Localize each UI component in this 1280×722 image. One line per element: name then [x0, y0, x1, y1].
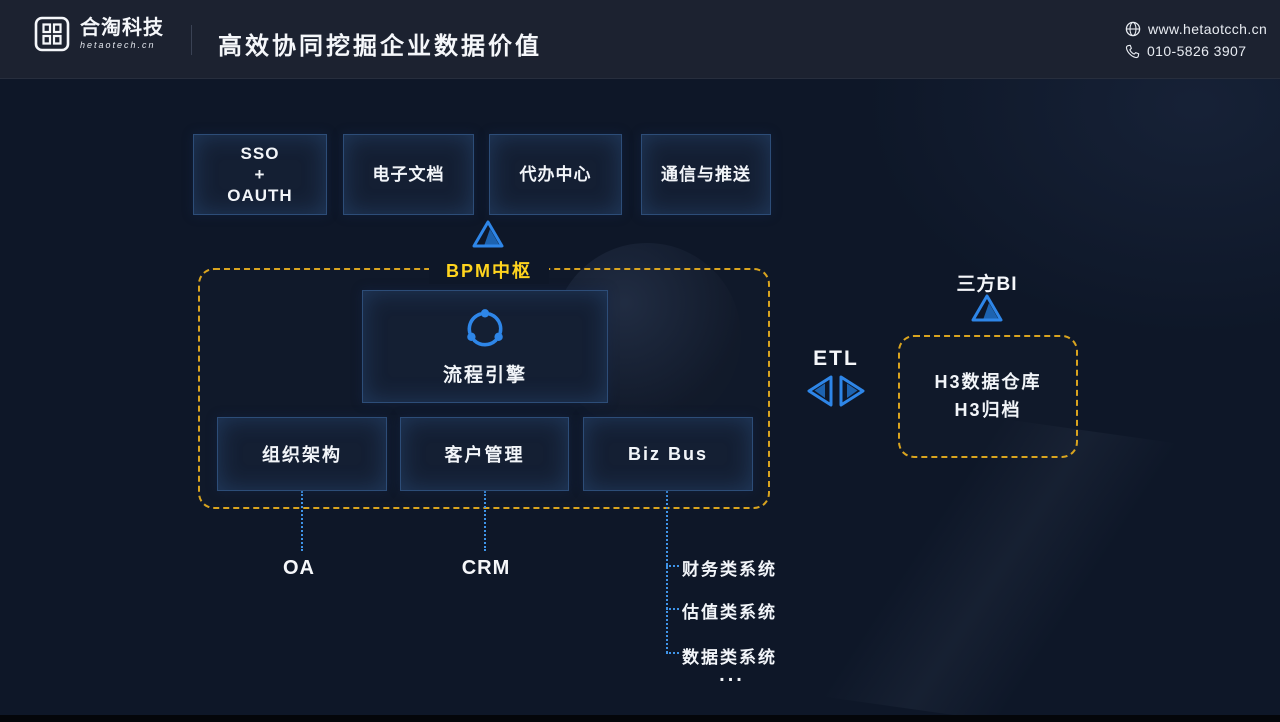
system-item-valuation: 估值类系统 — [682, 603, 777, 622]
header-bar: 合淘科技 hetaotech.cn 高效协同挖掘企业数据价值 www.hetao… — [0, 0, 1280, 79]
connector-branch-valuation — [666, 608, 679, 610]
crm-label: CRM — [461, 557, 511, 579]
top-box-sso-oauth: SSO + OAUTH — [193, 134, 327, 215]
system-item-finance: 财务类系统 — [682, 560, 777, 579]
box-label: 代办中心 — [519, 164, 592, 184]
bottom-bar — [0, 715, 1280, 722]
process-engine-box: 流程引擎 — [362, 290, 608, 403]
connector-crm — [484, 491, 486, 551]
header-divider — [191, 25, 192, 55]
box-label: 电子文档 — [372, 164, 445, 184]
box-label: SSO + OAUTH — [227, 143, 293, 206]
module-box-organization: 组织架构 — [217, 417, 387, 491]
contact-phone: 010-5826 3907 — [1125, 43, 1246, 59]
phone-icon — [1125, 44, 1140, 59]
triangle-left-icon — [805, 374, 834, 408]
warehouse-label: H3数据仓库 H3归档 — [934, 371, 1042, 420]
connector-bizbus — [666, 491, 668, 653]
share-network-icon — [462, 306, 508, 352]
etl-label: ETL — [813, 347, 859, 370]
triangle-right-icon — [838, 374, 867, 408]
box-label: 客户管理 — [444, 445, 525, 465]
oa-label: OA — [283, 557, 315, 579]
bi-label: 三方BI — [956, 274, 1018, 295]
phone-text: 010-5826 3907 — [1147, 43, 1247, 59]
logo-domain: hetaotech.cn — [80, 40, 156, 50]
contact-website: www.hetaotcch.cn — [1125, 21, 1267, 37]
website-text: www.hetaotcch.cn — [1148, 21, 1268, 37]
box-label: 通信与推送 — [661, 164, 751, 184]
system-item-data: 数据类系统 — [682, 648, 777, 667]
logo-name: 合淘科技 — [80, 17, 164, 39]
hetao-logo-icon — [34, 16, 70, 52]
bpm-hub-label: BPM中枢 — [429, 256, 549, 284]
process-engine-label: 流程引擎 — [442, 365, 527, 386]
logo-text: 合淘科技 hetaotech.cn — [80, 18, 164, 50]
triangle-up-icon — [471, 219, 505, 249]
system-item-more: ... — [719, 664, 745, 686]
module-box-bizbus: Biz Bus — [583, 417, 753, 491]
connector-oa — [301, 491, 303, 551]
module-box-customer: 客户管理 — [400, 417, 569, 491]
warehouse-box: H3数据仓库 H3归档 — [898, 335, 1078, 458]
box-label: Biz Bus — [627, 443, 708, 464]
page-title: 高效协同挖掘企业数据价值 — [218, 33, 542, 60]
background-glow — [860, 79, 1280, 339]
box-label: 组织架构 — [262, 445, 342, 465]
triangle-up-icon — [970, 293, 1004, 323]
connector-branch-finance — [666, 565, 679, 567]
logo: 合淘科技 hetaotech.cn — [34, 16, 164, 52]
connector-branch-data — [666, 652, 679, 654]
globe-icon — [1125, 21, 1141, 37]
top-box-edocument: 电子文档 — [343, 134, 474, 215]
top-box-message-push: 通信与推送 — [641, 134, 771, 215]
top-box-todo-center: 代办中心 — [489, 134, 622, 215]
